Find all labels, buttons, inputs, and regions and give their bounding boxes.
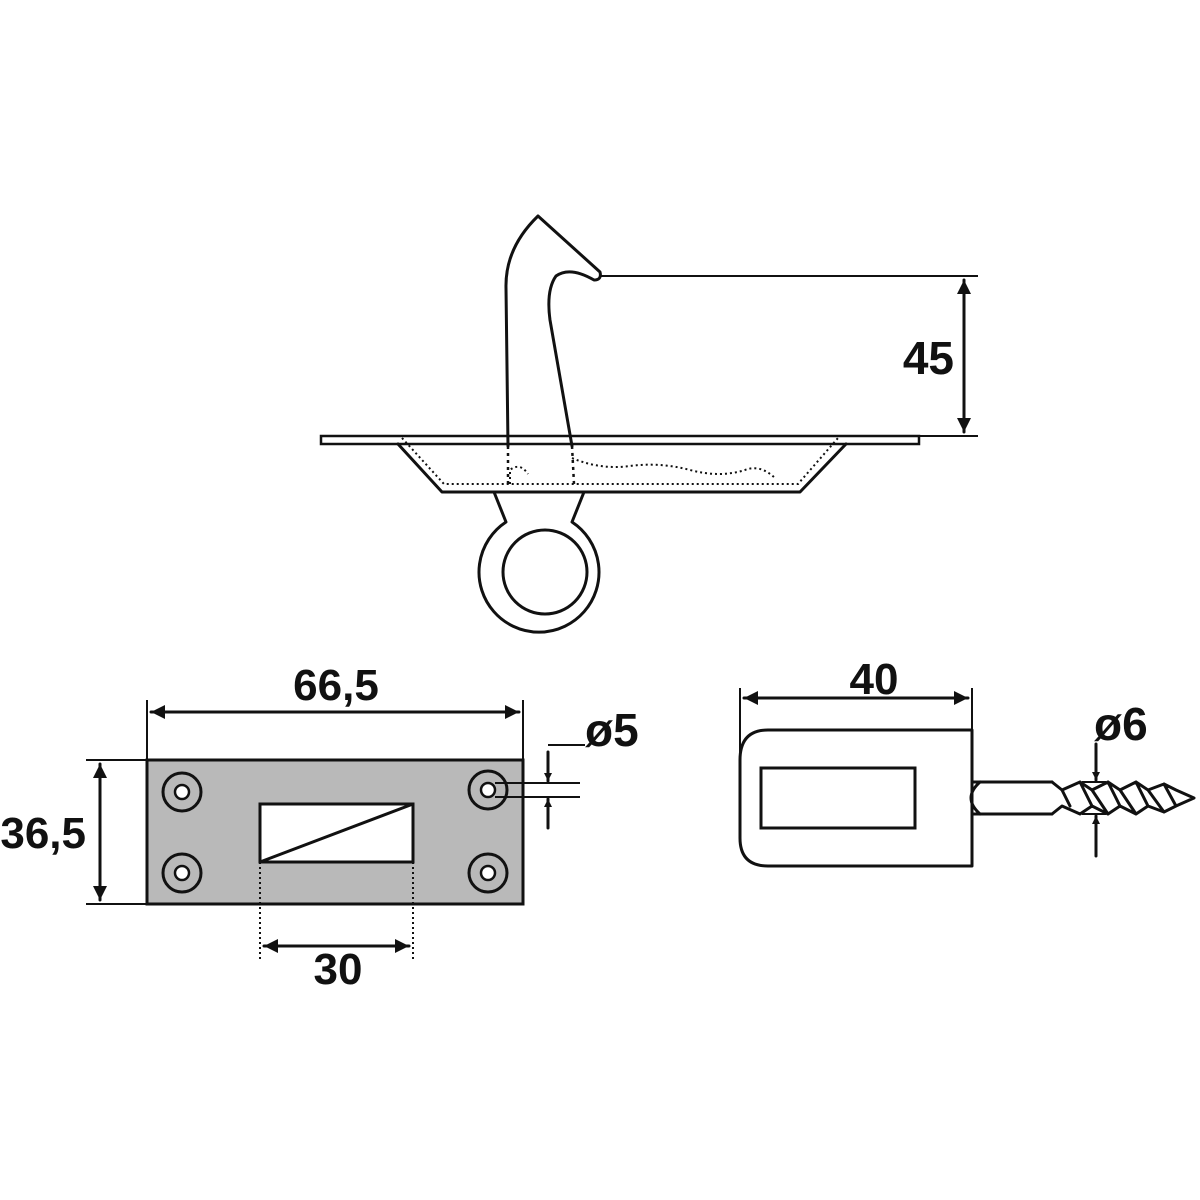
staple-body — [738, 728, 974, 868]
dim-label-hole-diameter: ø5 — [585, 704, 639, 756]
eye-hole — [501, 528, 589, 616]
screw-hole-bottom-right — [467, 852, 509, 894]
hidden-mechanism — [509, 457, 776, 484]
screw-hole-bottom-left — [161, 852, 203, 894]
mounting-plate-side — [319, 434, 921, 446]
dim-label-plate-height: 36,5 — [0, 809, 86, 858]
cup-hidden-contour — [401, 437, 839, 485]
screw-staple-view: 40 ø6 — [738, 655, 1196, 868]
recessed-cup — [396, 442, 848, 494]
hook-hidden-part — [506, 445, 576, 485]
staple-window — [759, 766, 917, 830]
screw-hole-top-right — [467, 769, 509, 811]
eye-lug — [477, 490, 601, 634]
strike-plate-view: 66,5 36,5 30 ø5 — [0, 661, 638, 994]
dim-label-slot-width: 30 — [314, 945, 363, 994]
hook-arm — [504, 214, 602, 448]
screw-hole-top-left — [161, 771, 203, 813]
dim-label-plate-width: 66,5 — [293, 661, 379, 710]
dim-label-screw-diameter: ø6 — [1094, 698, 1148, 750]
screw-shank — [969, 780, 1054, 816]
dim-label-hook-height: 45 — [903, 332, 954, 384]
screw-thread — [1050, 780, 1196, 816]
dim-label-staple-length: 40 — [850, 655, 899, 704]
hook-latch-side-view: 45 — [319, 214, 978, 634]
